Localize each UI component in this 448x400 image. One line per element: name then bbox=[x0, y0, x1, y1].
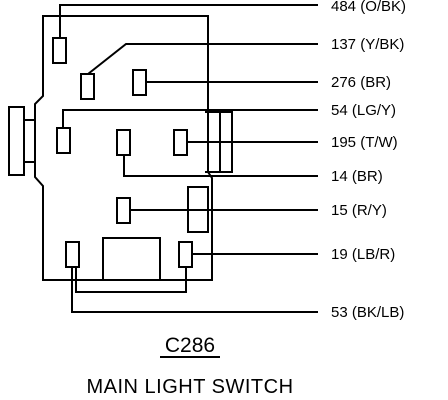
terminal-195 bbox=[173, 129, 188, 156]
wire-label-53: 53 (BK/LB) bbox=[331, 304, 404, 321]
terminal-484 bbox=[52, 37, 67, 64]
wire-label-195: 195 (T/W) bbox=[331, 134, 398, 151]
wire-484 bbox=[59, 4, 318, 38]
wire-label-276: 276 (BR) bbox=[331, 74, 391, 91]
connector-housing bbox=[34, 15, 213, 281]
bottom-key bbox=[102, 237, 161, 280]
left-mounting-tab bbox=[8, 106, 25, 176]
wire-label-19: 19 (LB/R) bbox=[331, 246, 395, 263]
wire-label-484: 484 (O/BK) bbox=[331, 0, 406, 15]
wire-label-54: 54 (LG/Y) bbox=[331, 102, 396, 119]
terminal-137 bbox=[80, 73, 95, 100]
diagram-caption: MAIN LIGHT SWITCH bbox=[86, 376, 293, 398]
wire-label-15: 15 (R/Y) bbox=[331, 202, 387, 219]
terminal-15 bbox=[116, 197, 131, 224]
wire-137 bbox=[87, 43, 318, 75]
terminal-14 bbox=[116, 129, 131, 156]
connector-id: C286 bbox=[165, 334, 215, 357]
terminal-53 bbox=[65, 241, 80, 268]
wire-53 bbox=[71, 267, 318, 313]
wire-label-137: 137 (Y/BK) bbox=[331, 36, 404, 53]
wire-54 bbox=[62, 109, 318, 128]
terminal-276 bbox=[132, 69, 147, 96]
wire-14 bbox=[123, 155, 318, 177]
terminal-19 bbox=[178, 241, 193, 268]
jumper-wire bbox=[75, 267, 187, 293]
wire-label-14: 14 (BR) bbox=[331, 168, 383, 185]
terminal-54 bbox=[56, 127, 71, 154]
